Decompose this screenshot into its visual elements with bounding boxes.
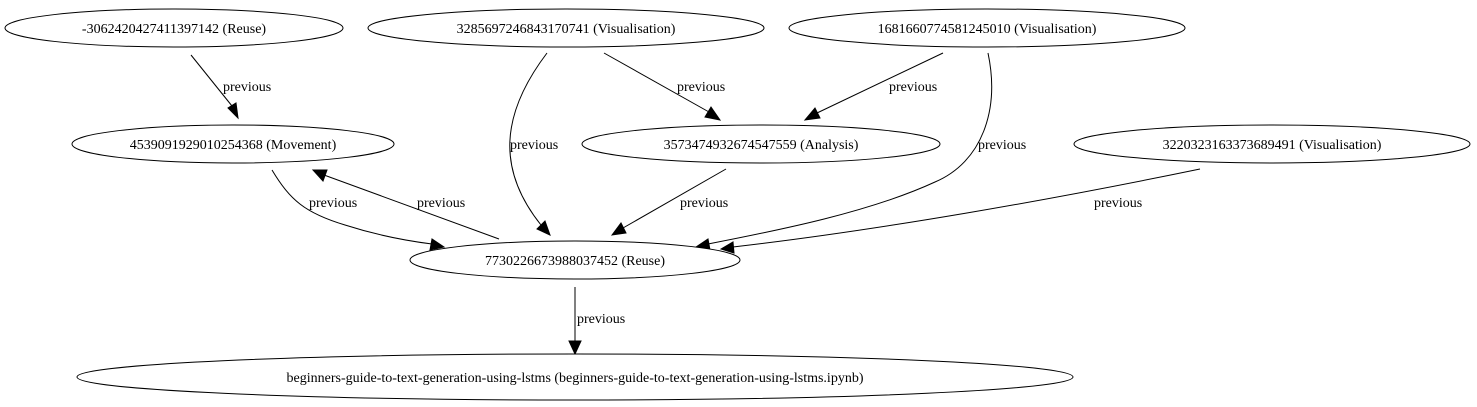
edge-line — [509, 52, 548, 226]
edge-line — [271, 169, 433, 245]
edge-vis-3220-to-reuse-773: previous — [719, 168, 1201, 254]
edge-label: previous — [510, 138, 558, 153]
edge-label: previous — [889, 80, 937, 95]
node-ellipse — [367, 8, 765, 48]
arrowhead-icon — [803, 107, 821, 121]
node-reuse-773[interactable]: 7730226673988037452 (Reuse) — [409, 240, 741, 280]
node-label: 1681660774581245010 (Visualisation) — [878, 22, 1097, 37]
edge-label: previous — [677, 80, 725, 95]
edge-label: previous — [577, 312, 625, 327]
edge-line — [816, 52, 944, 114]
arrowhead-icon — [227, 102, 239, 120]
edge-label: previous — [417, 196, 465, 211]
arrowhead-icon — [568, 340, 582, 356]
node-analysis[interactable]: 3573474932674547559 (Analysis) — [581, 124, 941, 164]
edge-analysis-to-reuse-773: previous — [610, 168, 728, 236]
node-ellipse — [4, 8, 344, 48]
node-ellipse — [409, 240, 741, 280]
node-label: 3573474932674547559 (Analysis) — [664, 138, 859, 153]
node-label: 7730226673988037452 (Reuse) — [485, 254, 665, 269]
edge-line — [323, 174, 500, 240]
arrowhead-icon — [719, 241, 735, 254]
node-reuse-neg[interactable]: -3062420427411397142 (Reuse) — [4, 8, 344, 48]
node-label: -3062420427411397142 (Reuse) — [82, 22, 267, 37]
node-movement[interactable]: 4539091929010254368 (Movement) — [71, 124, 395, 164]
edge-movement-to-reuse-773: previous — [271, 169, 446, 251]
arrowhead-icon — [610, 222, 627, 236]
node-label: 3285697246843170741 (Visualisation) — [457, 22, 676, 37]
edge-line — [603, 52, 710, 113]
arrowhead-icon — [704, 106, 722, 121]
node-ellipse — [581, 124, 941, 164]
arrowhead-icon — [429, 238, 446, 251]
edge-line — [190, 54, 233, 107]
edge-label: previous — [1094, 196, 1142, 211]
node-ellipse — [76, 353, 1074, 401]
node-notebook[interactable]: beginners-guide-to-text-generation-using… — [76, 353, 1074, 401]
edge-line — [707, 52, 993, 245]
node-vis-1681[interactable]: 1681660774581245010 (Visualisation) — [788, 8, 1186, 48]
edge-reuse-773-to-movement: previous — [311, 169, 500, 240]
edge-reuse-neg-to-movement: previous — [190, 54, 271, 120]
edge-reuse-773-to-notebook: previous — [568, 287, 625, 356]
edge-label: previous — [680, 196, 728, 211]
arrowhead-icon — [536, 220, 551, 236]
arrowhead-icon — [311, 169, 328, 182]
node-ellipse — [788, 8, 1186, 48]
node-ellipse — [71, 124, 395, 164]
edge-vis-1681-to-analysis: previous — [803, 52, 944, 121]
node-label: beginners-guide-to-text-generation-using… — [287, 371, 864, 386]
node-vis-3285[interactable]: 3285697246843170741 (Visualisation) — [367, 8, 765, 48]
edge-label: previous — [223, 80, 271, 95]
node-label: 4539091929010254368 (Movement) — [130, 138, 337, 153]
edge-label: previous — [978, 138, 1026, 153]
node-ellipse — [1073, 124, 1471, 164]
edge-label: previous — [309, 196, 357, 211]
edge-vis-1681-to-reuse-773: previous — [694, 52, 1026, 251]
edge-vis-3285-to-analysis: previous — [603, 52, 725, 121]
edge-vis-3285-to-reuse-773: previous — [509, 52, 558, 236]
node-label: 3220323163373689491 (Visualisation) — [1163, 138, 1382, 153]
edge-line — [622, 168, 727, 229]
node-vis-3220[interactable]: 3220323163373689491 (Visualisation) — [1073, 124, 1471, 164]
edge-line — [732, 168, 1201, 248]
